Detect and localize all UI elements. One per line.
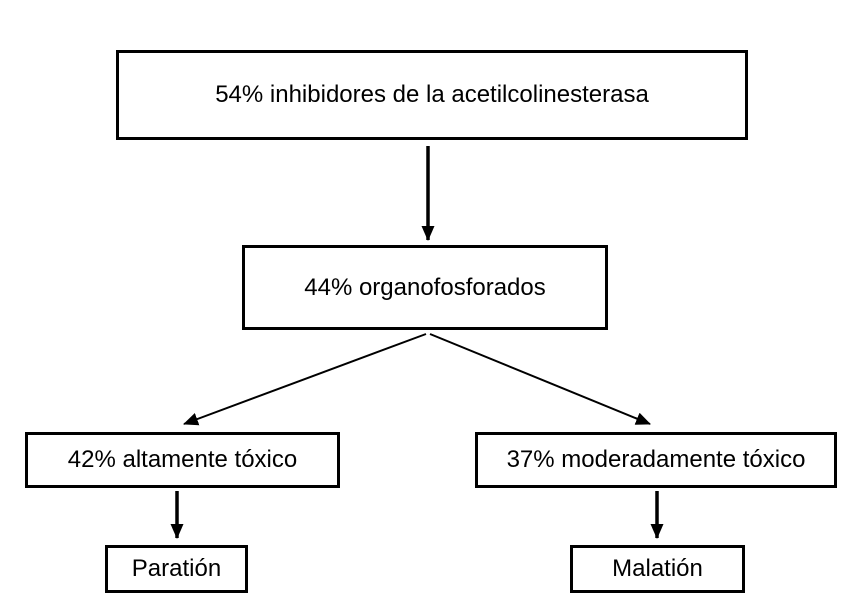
flow-node-malation: Malatión <box>570 545 745 593</box>
flow-node-organofosforados-label: 44% organofosforados <box>304 273 546 301</box>
flow-node-altamente-toxico: 42% altamente tóxico <box>25 432 340 488</box>
arrow-organofosforados-to-altamente <box>183 333 427 426</box>
flow-node-organofosforados: 44% organofosforados <box>242 245 608 330</box>
flow-node-moderadamente-toxico-label: 37% moderadamente tóxico <box>506 446 806 474</box>
flow-node-root-label: 54% inhibidores de la acetilcolinesteras… <box>215 81 649 109</box>
flow-node-paration-label: Paratión <box>131 555 222 583</box>
flow-node-root: 54% inhibidores de la acetilcolinesteras… <box>116 50 748 140</box>
flow-node-malation-label: Malatión <box>612 555 703 583</box>
flow-node-moderadamente-toxico: 37% moderadamente tóxico <box>475 432 837 488</box>
flow-node-paration: Paratión <box>105 545 248 593</box>
flow-node-altamente-toxico-label: 42% altamente tóxico <box>67 446 298 474</box>
arrow-organofosforados-to-moderadamente <box>429 333 651 425</box>
